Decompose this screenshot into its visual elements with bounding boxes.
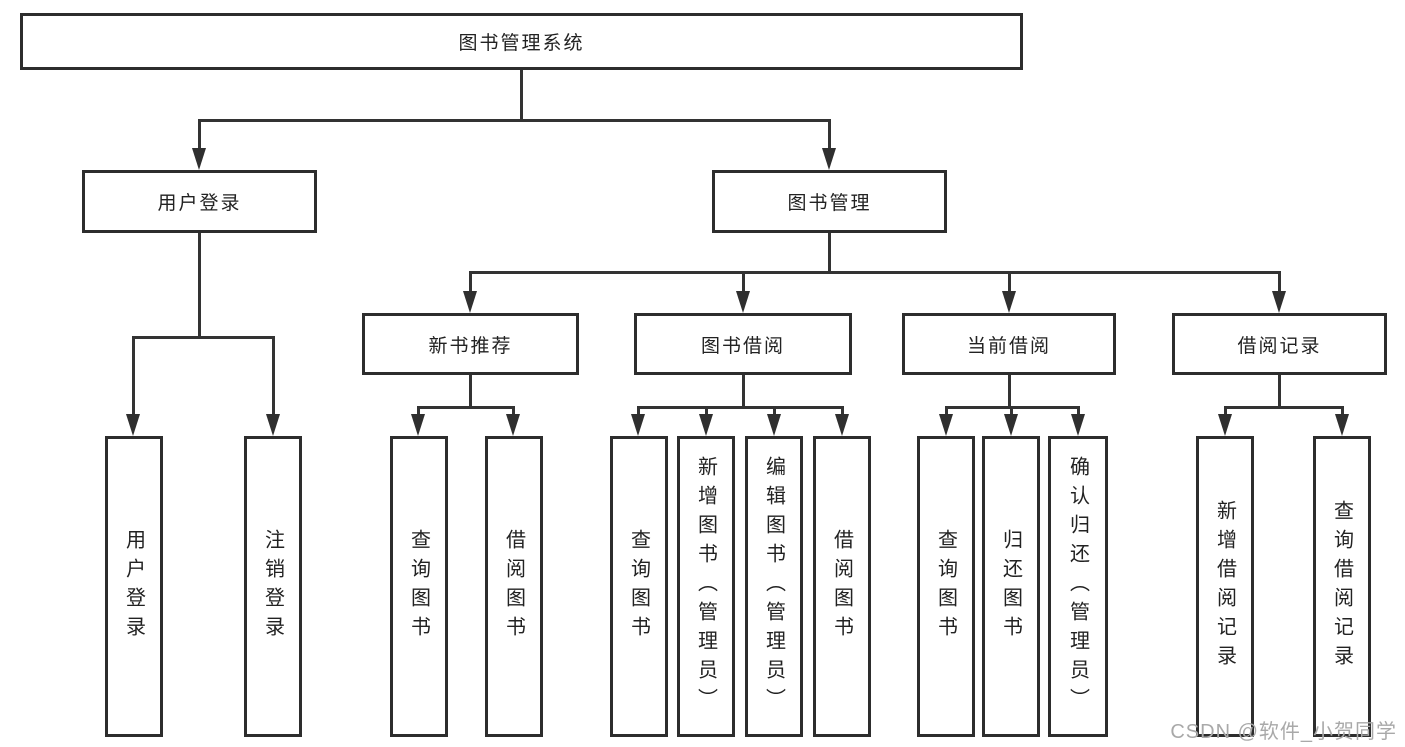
leaf-query-borrow-record: 查询借阅记录 (1313, 436, 1371, 737)
connector-line (1008, 375, 1011, 407)
leaf-logout: 注销登录 (244, 436, 302, 737)
leaf-query-books-1-label: 查询图书 (407, 528, 430, 645)
connector-line (1077, 406, 1080, 418)
leaf-return-books-label: 归还图书 (999, 528, 1022, 645)
arrow-down-icon (767, 414, 781, 436)
node-user-login-label: 用户登录 (157, 193, 242, 214)
arrow-down-icon (506, 414, 520, 436)
connector-line (742, 375, 745, 407)
connector-line (133, 336, 274, 339)
node-current-borrow-label: 当前借阅 (966, 335, 1051, 357)
leaf-user-login: 用户登录 (105, 436, 163, 737)
connector-line (742, 271, 745, 294)
arrow-down-icon (835, 414, 849, 436)
arrow-down-icon (1335, 414, 1349, 436)
leaf-borrow-books-1-label: 借阅图书 (502, 528, 525, 645)
arrow-down-icon (736, 291, 750, 313)
connector-line (469, 375, 472, 407)
node-current-borrow: 当前借阅 (902, 313, 1116, 375)
connector-line (520, 70, 523, 120)
connector-line (1008, 271, 1011, 294)
connector-line (945, 406, 948, 418)
arrow-down-icon (463, 291, 477, 313)
leaf-borrow-books-2-label: 借阅图书 (830, 528, 853, 645)
leaf-confirm-return-admin: 确认归还（管理员） (1048, 436, 1108, 737)
arrow-down-icon (1071, 414, 1085, 436)
leaf-borrow-books-2: 借阅图书 (813, 436, 871, 737)
node-book-borrow-label: 图书借阅 (700, 335, 785, 357)
leaf-borrow-books-1: 借阅图书 (485, 436, 543, 737)
leaf-edit-books-admin: 编辑图书（管理员） (745, 436, 803, 737)
node-book-management-label: 图书管理 (787, 193, 872, 214)
arrow-down-icon (126, 414, 140, 436)
leaf-add-books-admin-label: 新增图书（管理员） (694, 456, 717, 717)
leaf-query-borrow-record-label: 查询借阅记录 (1330, 499, 1353, 674)
connector-line (773, 406, 776, 418)
connector-line (512, 406, 515, 418)
node-new-book-recommend: 新书推荐 (362, 313, 579, 375)
node-root-label: 图书管理系统 (458, 33, 585, 54)
arrow-down-icon (411, 414, 425, 436)
arrow-down-icon (822, 148, 836, 170)
connector-line (469, 271, 472, 294)
leaf-confirm-return-admin-label: 确认归还（管理员） (1066, 456, 1089, 717)
node-book-borrow: 图书借阅 (634, 313, 852, 375)
node-borrow-records-label: 借阅记录 (1237, 335, 1322, 357)
connector-line (1341, 406, 1344, 418)
csdn-watermark: CSDN @软件_小贺同学 (1170, 721, 1397, 743)
arrow-down-icon (631, 414, 645, 436)
node-new-book-recommend-label: 新书推荐 (428, 335, 513, 357)
leaf-query-books-3-label: 查询图书 (934, 528, 957, 645)
connector-line (828, 119, 831, 151)
arrow-down-icon (1004, 414, 1018, 436)
arrow-down-icon (699, 414, 713, 436)
leaf-query-books-2: 查询图书 (610, 436, 668, 737)
node-user-login: 用户登录 (82, 170, 317, 233)
connector-line (199, 119, 831, 122)
leaf-add-borrow-record: 新增借阅记录 (1196, 436, 1254, 737)
arrow-down-icon (939, 414, 953, 436)
connector-line (1278, 375, 1281, 407)
connector-line (828, 233, 831, 272)
arrow-down-icon (266, 414, 280, 436)
node-root: 图书管理系统 (20, 13, 1023, 70)
arrow-down-icon (192, 148, 206, 170)
connector-line (705, 406, 708, 418)
connector-line (272, 336, 275, 416)
leaf-query-books-3: 查询图书 (917, 436, 975, 737)
leaf-add-books-admin: 新增图书（管理员） (677, 436, 735, 737)
connector-line (417, 406, 420, 418)
connector-line (1224, 406, 1227, 418)
leaf-edit-books-admin-label: 编辑图书（管理员） (762, 456, 785, 717)
arrow-down-icon (1272, 291, 1286, 313)
connector-line (637, 406, 640, 418)
connector-line (1278, 271, 1281, 294)
connector-line (198, 119, 201, 151)
connector-line (946, 406, 1080, 409)
connector-line (470, 271, 1281, 274)
connector-line (198, 233, 201, 337)
leaf-logout-label: 注销登录 (261, 528, 284, 645)
leaf-return-books: 归还图书 (982, 436, 1040, 737)
node-book-management: 图书管理 (712, 170, 947, 233)
arrow-down-icon (1218, 414, 1232, 436)
connector-line (132, 336, 135, 416)
arrow-down-icon (1002, 291, 1016, 313)
connector-line (1225, 406, 1344, 409)
connector-line (418, 406, 515, 409)
connector-line (841, 406, 844, 418)
leaf-add-borrow-record-label: 新增借阅记录 (1213, 499, 1236, 674)
leaf-query-books-2-label: 查询图书 (627, 528, 650, 645)
leaf-user-login-label: 用户登录 (122, 528, 145, 645)
connector-line (638, 406, 843, 409)
node-borrow-records: 借阅记录 (1172, 313, 1387, 375)
leaf-query-books-1: 查询图书 (390, 436, 448, 737)
connector-line (1010, 406, 1013, 418)
